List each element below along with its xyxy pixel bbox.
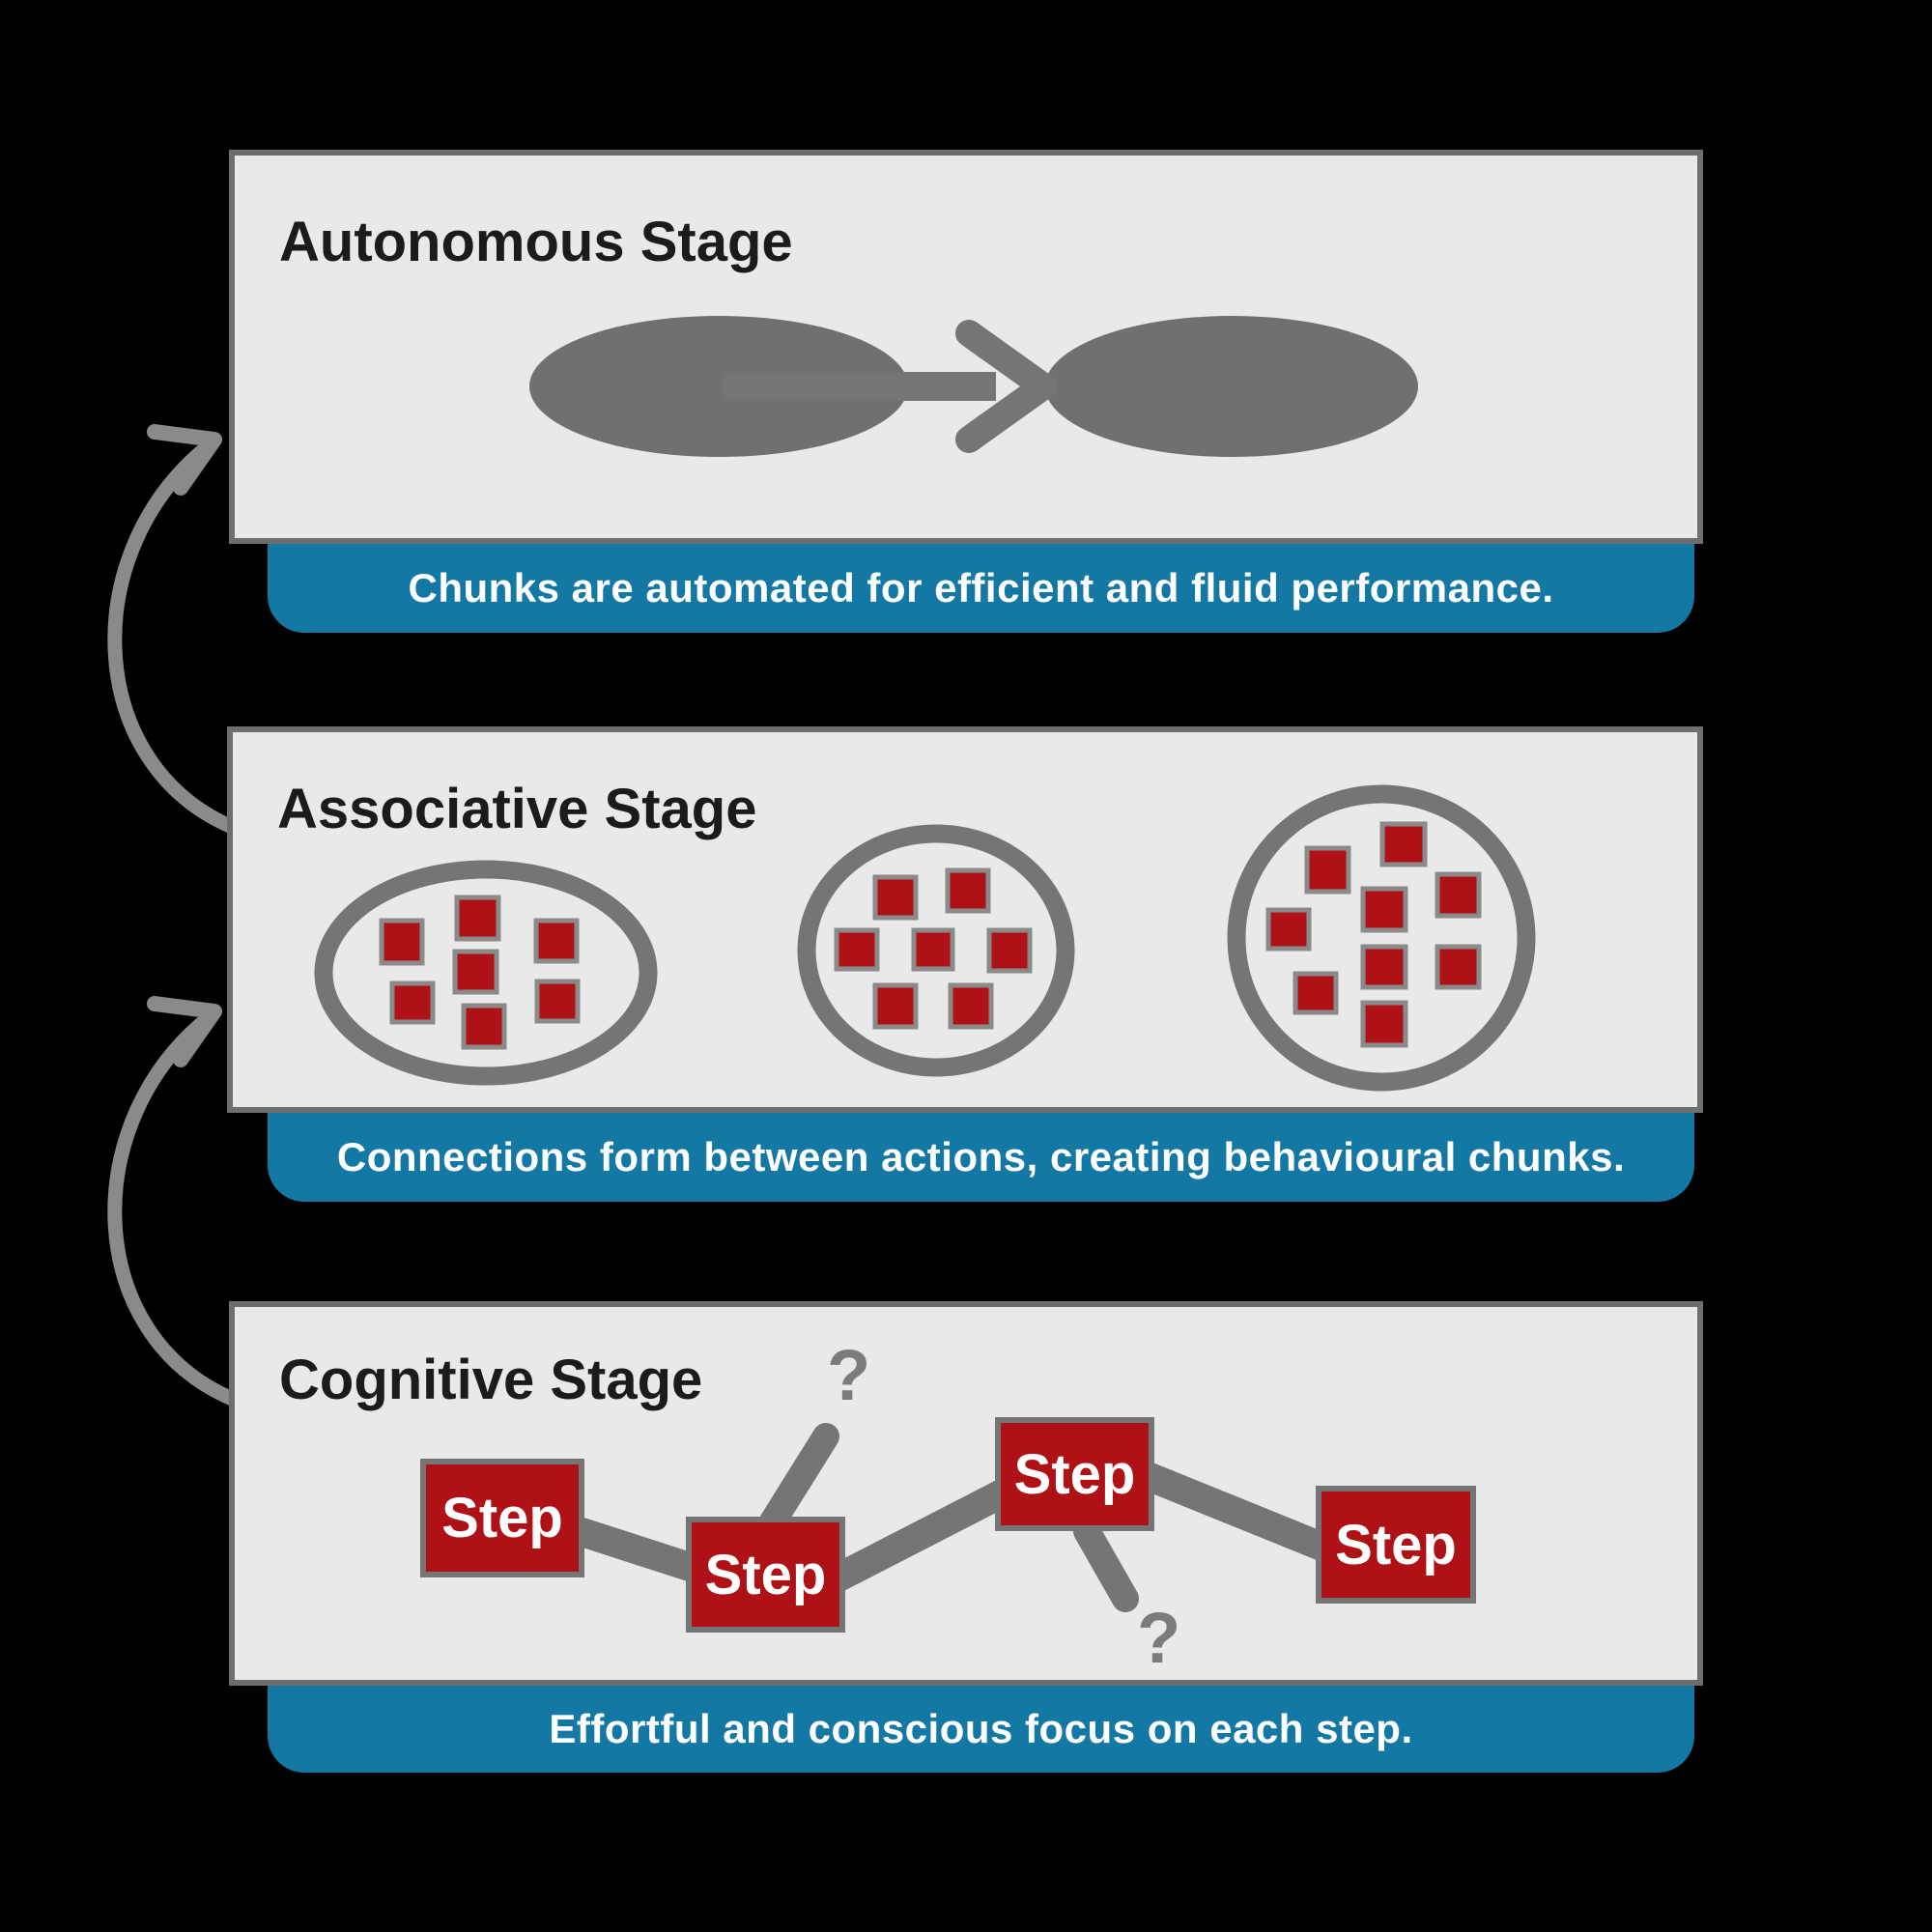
caption-bar-associative: Connections form between actions, creati… (268, 1113, 1694, 1202)
behaviour-clusters-art (314, 784, 1536, 1092)
action-square (911, 927, 955, 972)
chunk-ellipse-left (529, 316, 908, 457)
stage-panel-autonomous: Autonomous Stage (229, 150, 1703, 544)
step-label: Step (1335, 1513, 1457, 1577)
stage-panel-cognitive: Cognitive Stage Step Step Step Step ? ? (229, 1301, 1703, 1686)
action-square (872, 874, 919, 921)
caption-text-autonomous: Chunks are automated for efficient and f… (408, 565, 1554, 611)
caption-bar-autonomous: Chunks are automated for efficient and f… (268, 544, 1694, 633)
step-box-1: Step (420, 1459, 584, 1577)
action-square (534, 979, 581, 1024)
step-label: Step (1013, 1442, 1136, 1506)
question-mark-top: ? (827, 1335, 871, 1415)
arrow-associative-to-autonomous-icon (107, 424, 244, 837)
step-box-3: Step (995, 1417, 1154, 1531)
action-square (1360, 886, 1408, 933)
arrow-cognitive-to-associative-icon (107, 996, 244, 1408)
stage-panel-associative: Associative Stage (227, 726, 1703, 1113)
action-square (1293, 971, 1339, 1015)
action-square (945, 867, 991, 914)
stage-title-associative: Associative Stage (277, 778, 757, 840)
action-square (379, 918, 425, 966)
step-label: Step (441, 1487, 563, 1549)
action-square (948, 982, 994, 1030)
step-label: Step (704, 1543, 827, 1606)
action-square (1379, 821, 1428, 867)
cluster-ellipse-2 (797, 824, 1075, 1077)
action-square (1265, 907, 1312, 952)
action-square (454, 895, 501, 942)
caption-bar-cognitive: Effortful and conscious focus on each st… (268, 1686, 1694, 1773)
action-square (1304, 845, 1351, 895)
action-square (1435, 944, 1482, 990)
automated-chunks-art (529, 316, 1418, 457)
step-connector (568, 1515, 703, 1584)
action-square (533, 918, 580, 964)
step-box-2: Step (686, 1517, 845, 1633)
action-square (1360, 944, 1408, 990)
step-connector (1142, 1463, 1332, 1562)
stage-title-cognitive: Cognitive Stage (279, 1349, 703, 1411)
action-square (389, 980, 436, 1025)
stage-title-autonomous: Autonomous Stage (279, 211, 793, 273)
cluster-ellipse-1 (314, 860, 658, 1086)
caption-text-associative: Connections form between actions, creati… (336, 1134, 1626, 1179)
cluster-ellipse-3 (1227, 784, 1536, 1092)
chunk-transition-arrow-icon (723, 320, 1057, 453)
action-square (461, 1003, 507, 1050)
step-connectors-art (568, 1423, 1332, 1612)
caption-text-cognitive: Effortful and conscious focus on each st… (549, 1706, 1413, 1751)
uncertain-connector-down (1073, 1518, 1139, 1612)
action-square (1435, 871, 1482, 919)
action-square (986, 927, 1033, 974)
step-box-4: Step (1316, 1486, 1476, 1604)
action-square (452, 949, 499, 995)
uncertain-connector-up (759, 1423, 839, 1535)
action-square (1360, 1000, 1408, 1048)
question-mark-bottom: ? (1137, 1598, 1181, 1678)
action-square (872, 982, 919, 1030)
action-square (834, 927, 880, 972)
step-connector (832, 1477, 1014, 1591)
chunk-ellipse-right (1045, 316, 1418, 457)
